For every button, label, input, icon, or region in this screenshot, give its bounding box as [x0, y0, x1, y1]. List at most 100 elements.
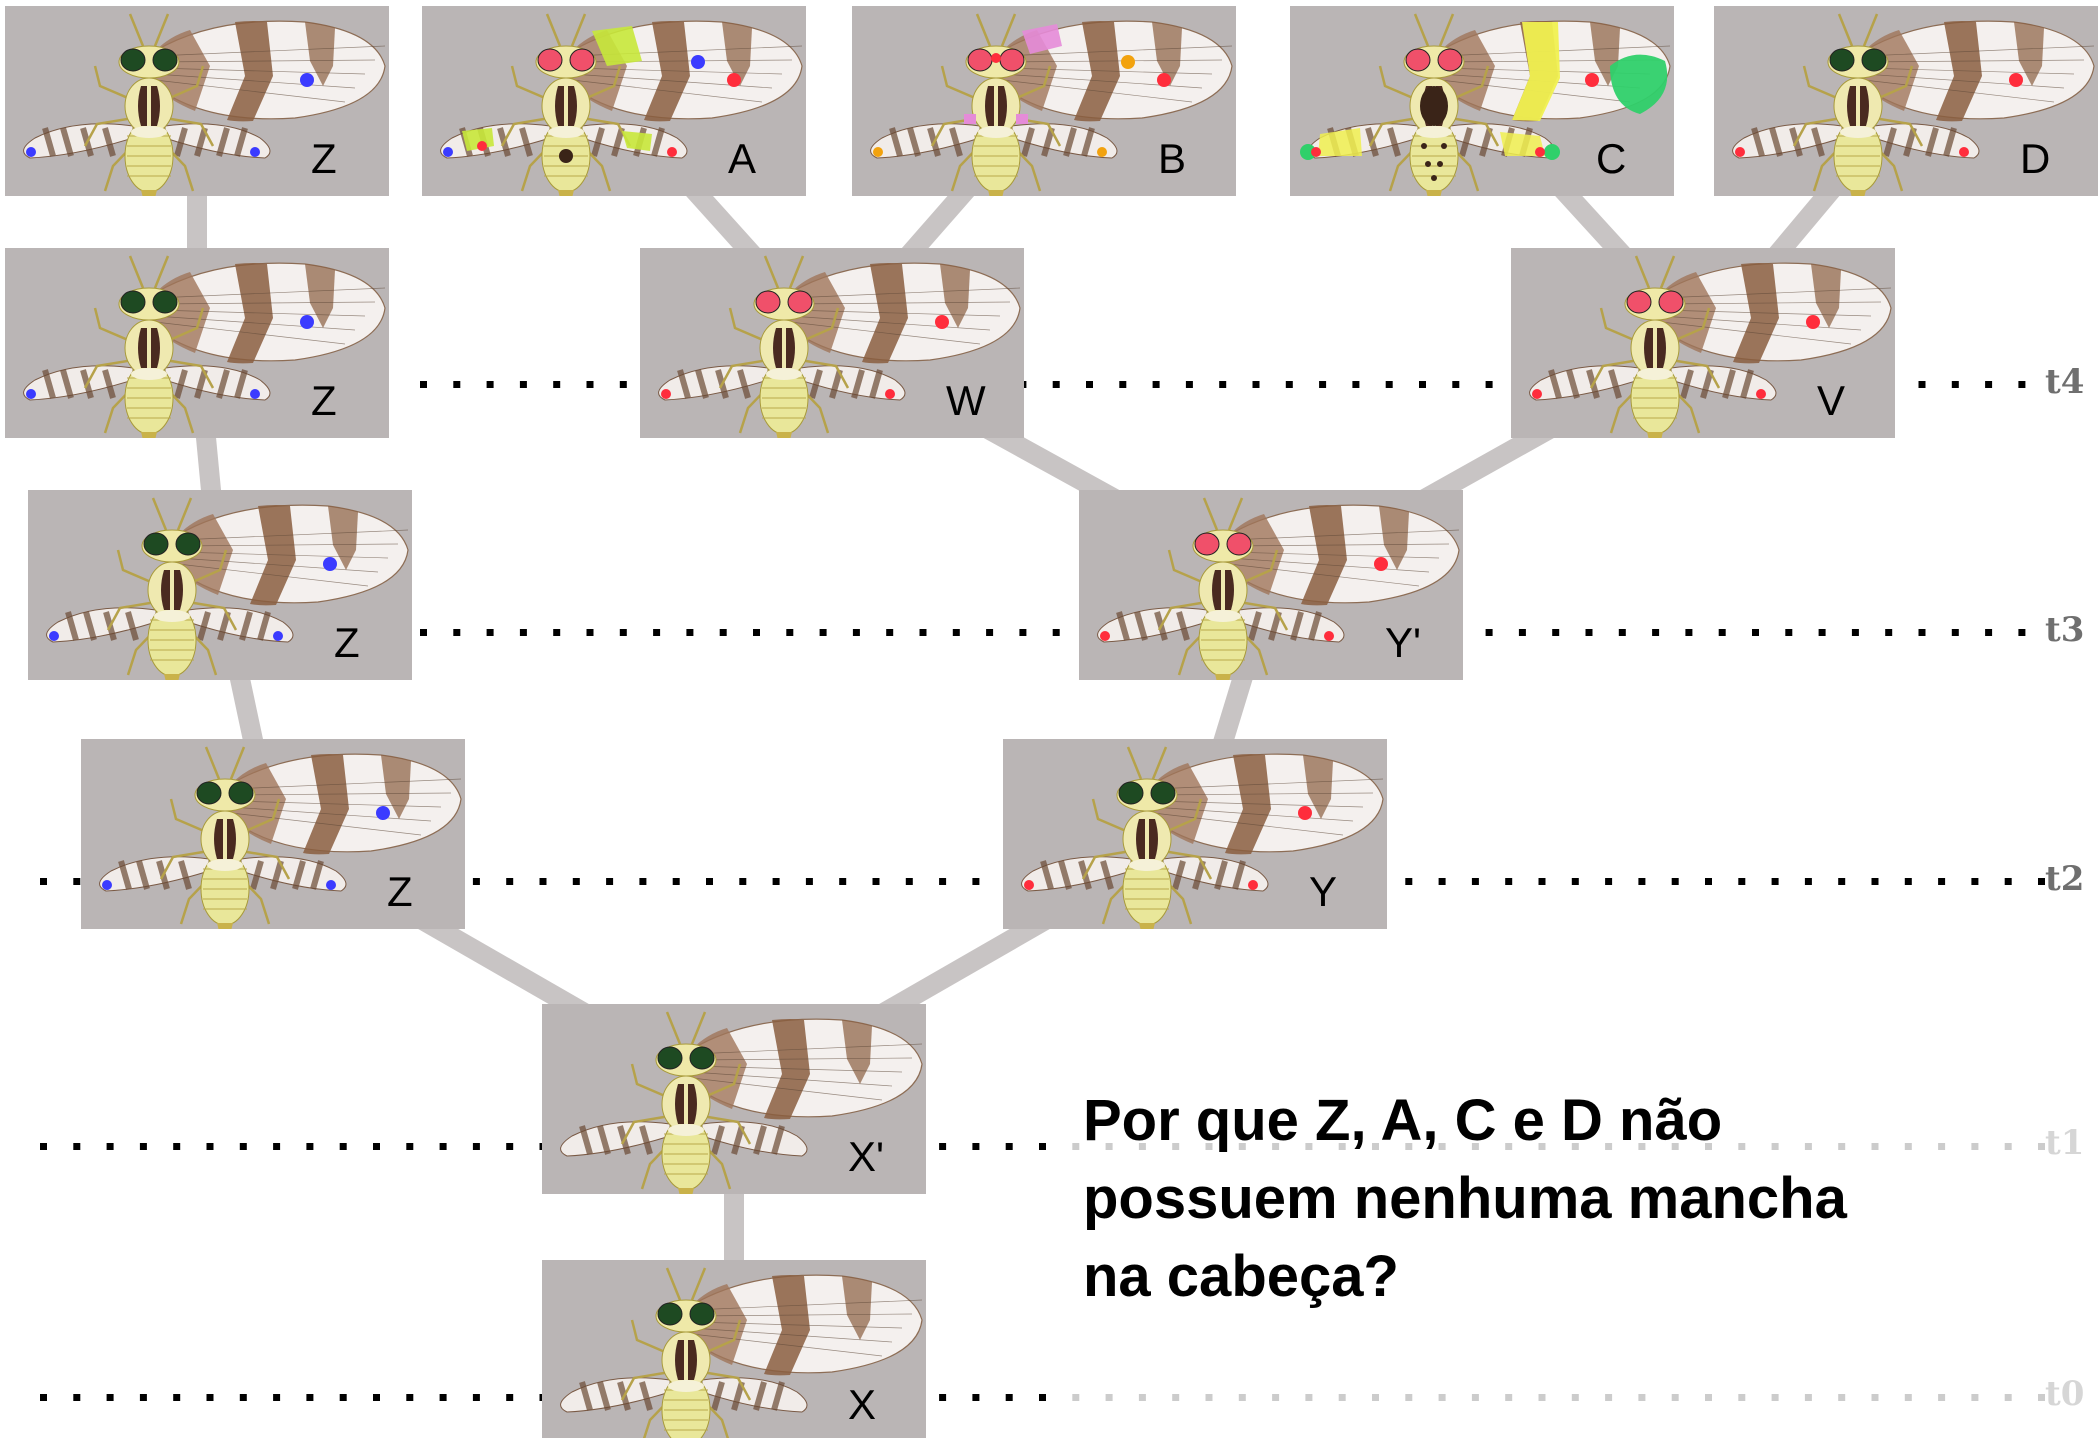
- guide-dot: [1605, 1143, 1613, 1150]
- guide-dot: [73, 878, 81, 885]
- species-card-z-top: Z: [5, 6, 389, 196]
- guide-dot: [472, 1394, 480, 1401]
- guide-dot: [506, 1394, 514, 1401]
- fly-body: [661, 1331, 711, 1438]
- guide-dot: [586, 629, 594, 636]
- fly-left-wing: [23, 365, 134, 401]
- guide-dot: [1005, 1394, 1013, 1401]
- species-label: W: [946, 377, 986, 424]
- guide-dot: [839, 878, 847, 885]
- guide-dot: [206, 1394, 214, 1401]
- fly-right-wing: [1670, 365, 1777, 401]
- fly-right-wing: [799, 365, 906, 401]
- guide-dot: [1552, 629, 1560, 636]
- guide-dot: [406, 1394, 414, 1401]
- guide-dot: [1138, 1143, 1146, 1150]
- guide-dot: [420, 381, 427, 388]
- fly-head: [1827, 45, 1889, 79]
- guide-dot: [1671, 878, 1679, 885]
- fly-legs: [1792, 13, 1924, 192]
- guide-dot: [1585, 629, 1593, 636]
- guide-dot: [972, 1143, 980, 1150]
- guide-dot: [1571, 878, 1579, 885]
- species-card-w: W: [640, 248, 1024, 438]
- guide-dot: [1838, 1394, 1846, 1401]
- guide-dot: [1372, 1143, 1379, 1150]
- guide-dot: [1904, 1143, 1912, 1150]
- wing-spot: [1157, 73, 1171, 87]
- species-label: D: [2020, 135, 2051, 182]
- guide-dot: [686, 629, 694, 636]
- fly-body: [759, 319, 809, 438]
- fly-body: [1833, 77, 1883, 196]
- fly-head: [655, 1043, 717, 1077]
- guide-dot: [553, 629, 561, 636]
- guide-dot: [1152, 381, 1160, 388]
- guide-dot: [1985, 629, 1993, 636]
- guide-dot: [639, 878, 647, 885]
- guide-dot: [2038, 878, 2045, 885]
- guide-dot: [40, 1143, 47, 1150]
- species-card-d: D: [1714, 6, 2098, 196]
- guide-dot: [1671, 1143, 1679, 1150]
- guide-dot: [1185, 381, 1193, 388]
- guide-dot: [439, 1143, 447, 1150]
- fly-right-wing: [1011, 123, 1118, 159]
- guide-dot: [1705, 1143, 1712, 1150]
- question-line-2: possuem nenhuma mancha: [1083, 1166, 1847, 1231]
- guide-dot: [1918, 629, 1926, 636]
- guide-dot: [586, 381, 594, 388]
- guide-dot: [1538, 878, 1546, 885]
- guide-dot: [819, 629, 827, 636]
- guide-dot: [1885, 629, 1893, 636]
- wing-spot: [323, 557, 337, 571]
- guide-dot: [539, 878, 547, 885]
- species-label: C: [1596, 135, 1627, 182]
- fly-body: [147, 561, 197, 680]
- fly-eye: [537, 48, 563, 72]
- time-label-t4: t4: [2045, 362, 2085, 402]
- fly-wing: [230, 753, 462, 855]
- guide-dot: [1105, 1394, 1113, 1401]
- guide-dot: [1771, 878, 1779, 885]
- fly-wing: [691, 1274, 923, 1376]
- guide-dot: [2004, 878, 2012, 885]
- fly-legs: [1589, 255, 1721, 434]
- fly-head: [535, 45, 597, 79]
- fly-left-wing: [1021, 856, 1132, 892]
- guide-dot: [1138, 1394, 1146, 1401]
- guide-dot: [73, 1143, 81, 1150]
- fly-head: [655, 1299, 717, 1333]
- guide-dot: [373, 1394, 380, 1401]
- fly-legs: [1157, 497, 1289, 676]
- species-card-z-t4: Z: [5, 248, 389, 438]
- guide-dot: [1305, 1394, 1313, 1401]
- guide-dot: [1052, 381, 1060, 388]
- guide-dot: [1438, 878, 1446, 885]
- fly-illustration: [658, 255, 1021, 438]
- guide-dot: [1804, 878, 1812, 885]
- wing-spot: [1298, 806, 1312, 820]
- fly-eye: [999, 48, 1025, 72]
- guide-dot: [1405, 878, 1413, 885]
- guide-dot: [519, 381, 527, 388]
- fly-eye: [1437, 48, 1463, 72]
- fly-right-wing: [1873, 123, 1980, 159]
- guide-dot: [306, 1394, 314, 1401]
- guide-dot: [1471, 878, 1479, 885]
- fly-eye: [1861, 48, 1887, 72]
- guide-dot: [1319, 381, 1327, 388]
- guide-dot: [40, 1394, 47, 1401]
- species-card-x-prime: X': [542, 1004, 926, 1194]
- fly-body: [200, 810, 250, 929]
- fly-head: [118, 287, 180, 321]
- question-line-1: Por que Z, A, C e D não: [1083, 1088, 1723, 1153]
- guide-dot: [206, 1143, 214, 1150]
- guide-dot: [273, 1143, 281, 1150]
- species-label: B: [1158, 135, 1187, 182]
- guide-dot: [872, 878, 880, 885]
- guide-dot: [1172, 1143, 1180, 1150]
- guide-dot: [1638, 1394, 1646, 1401]
- guide-dot: [239, 1143, 247, 1150]
- guide-dot: [1385, 381, 1393, 388]
